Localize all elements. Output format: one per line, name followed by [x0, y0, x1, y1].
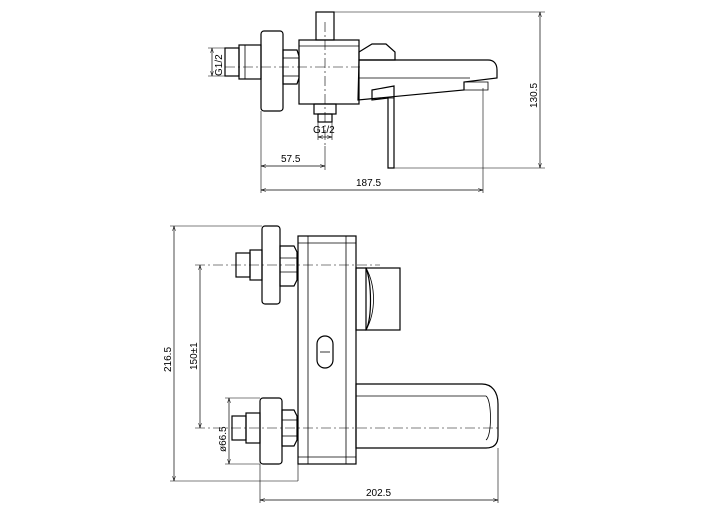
dim-front-202-5: 202.5 [366, 488, 391, 499]
front-view: 216.5 150±1 ø66.5 202.5 [163, 225, 500, 503]
dim-side-130-5: 130.5 [529, 83, 540, 108]
dim-side-thread-left: G1/2 [214, 54, 225, 76]
side-view: 57.5 187.5 130.5 G1/2 G1/2 [208, 11, 545, 193]
dim-front-216-5: 216.5 [163, 347, 174, 372]
dim-side-thread-bottom: G1/2 [313, 125, 335, 136]
dim-side-57-5: 57.5 [281, 154, 301, 165]
dim-front-rosette: ø66.5 [218, 426, 229, 452]
dim-side-187-5: 187.5 [356, 178, 381, 189]
dim-front-150: 150±1 [189, 342, 200, 370]
